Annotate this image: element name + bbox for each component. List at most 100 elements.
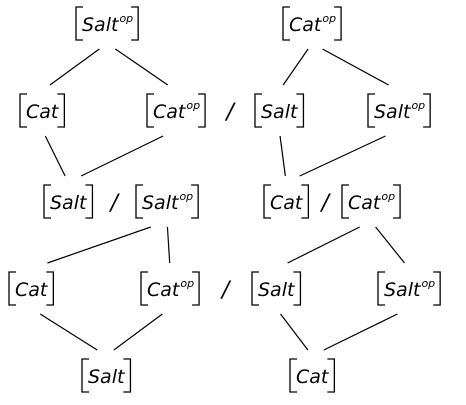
- edge-n2b-n3a: [47, 226, 151, 264]
- edge-n0b-n1d: [322, 48, 389, 86]
- node-n1d: Saltop: [367, 93, 431, 128]
- node-label: Saltop: [142, 190, 193, 214]
- node-n3a: Cat: [8, 271, 55, 306]
- edge-n2d-n3d: [375, 226, 405, 264]
- left-bracket: [75, 6, 83, 41]
- node-n3c: Salt: [251, 271, 302, 306]
- node-superscript: op: [119, 12, 133, 25]
- right-bracket: [131, 6, 139, 41]
- node-label: Catop: [147, 277, 194, 301]
- node-base: Cat: [26, 101, 60, 123]
- edge-n2d-n3c: [287, 226, 360, 264]
- node-label: Catop: [153, 99, 200, 123]
- right-bracket: [327, 358, 336, 393]
- left-bracket: [135, 184, 143, 219]
- node-base: Salt: [82, 14, 120, 36]
- node-base: Salt: [258, 279, 296, 301]
- left-bracket: [81, 358, 89, 393]
- node-base: Salt: [142, 192, 180, 214]
- left-bracket: [254, 93, 262, 128]
- node-label: Salt: [88, 366, 126, 388]
- left-bracket: [377, 271, 385, 306]
- node-base: Cat: [296, 366, 330, 388]
- node-n2d: Catop: [341, 184, 401, 219]
- right-bracket: [123, 358, 132, 393]
- node-label: Salt: [50, 192, 88, 214]
- node-label: Cat: [15, 279, 49, 301]
- identification-slash: /: [109, 191, 121, 216]
- node-label: Cat: [270, 192, 304, 214]
- left-bracket: [367, 93, 375, 128]
- left-bracket: [251, 271, 259, 306]
- edge-n3a-n4a: [39, 313, 98, 351]
- node-n1b: Catop: [146, 93, 206, 128]
- node-label: Catop: [289, 12, 336, 36]
- node-base: Salt: [261, 101, 299, 123]
- node-base: Salt: [374, 101, 412, 123]
- left-bracket: [8, 271, 16, 306]
- right-bracket: [192, 271, 200, 306]
- node-n4b: Cat: [289, 358, 336, 393]
- right-bracket: [198, 93, 206, 128]
- edge-n0b-n1c: [282, 48, 309, 86]
- right-bracket: [423, 93, 431, 128]
- node-superscript: op: [180, 277, 194, 290]
- node-n0b: Catop: [282, 6, 342, 41]
- edge-n1c-n2c: [279, 135, 286, 177]
- node-superscript: op: [179, 190, 193, 203]
- node-n3b: Catop: [140, 271, 200, 306]
- node-label: Saltop: [384, 277, 435, 301]
- right-bracket: [46, 271, 55, 306]
- node-label: Saltop: [374, 99, 425, 123]
- edges-layer: [39, 48, 405, 351]
- node-n1a: Cat: [19, 93, 66, 128]
- identification-slash: /: [224, 100, 236, 125]
- right-bracket: [191, 184, 199, 219]
- edge-n2b-n3b: [166, 226, 171, 264]
- node-n2c: Cat: [263, 184, 310, 219]
- node-base: Salt: [384, 279, 422, 301]
- right-bracket: [301, 184, 310, 219]
- right-bracket: [57, 93, 66, 128]
- node-label: Salt: [261, 101, 299, 123]
- right-bracket: [293, 271, 302, 306]
- left-bracket: [140, 271, 148, 306]
- node-base: Salt: [50, 192, 88, 214]
- node-superscript: op: [381, 190, 395, 203]
- node-base: Cat: [348, 192, 382, 214]
- edge-n3b-n4a: [113, 313, 163, 351]
- node-base: Cat: [147, 279, 181, 301]
- node-superscript: op: [186, 99, 200, 112]
- right-bracket: [433, 271, 441, 306]
- left-bracket: [263, 184, 271, 219]
- node-label: Catop: [348, 190, 395, 214]
- right-bracket: [393, 184, 401, 219]
- edge-n0a-n1a: [49, 48, 100, 86]
- node-n4a: Salt: [81, 358, 132, 393]
- edge-n1b-n2a: [80, 135, 164, 177]
- node-base: Cat: [270, 192, 304, 214]
- edge-n0a-n1b: [115, 48, 169, 86]
- node-base: Cat: [289, 14, 323, 36]
- left-bracket: [146, 93, 154, 128]
- node-superscript: op: [322, 12, 336, 25]
- node-n2b: Saltop: [135, 184, 199, 219]
- edge-n1a-n2a: [44, 135, 66, 177]
- node-label: Cat: [296, 366, 330, 388]
- edge-n3d-n4b: [323, 313, 398, 351]
- left-bracket: [341, 184, 349, 219]
- node-n0a: Saltop: [75, 6, 139, 41]
- node-base: Cat: [15, 279, 49, 301]
- node-label: Saltop: [82, 12, 133, 36]
- node-n3d: Saltop: [377, 271, 441, 306]
- node-base: Cat: [153, 101, 187, 123]
- node-label: Salt: [258, 279, 296, 301]
- identification-slash: /: [319, 191, 331, 216]
- left-bracket: [19, 93, 27, 128]
- left-bracket: [289, 358, 297, 393]
- node-label: Cat: [26, 101, 60, 123]
- right-bracket: [85, 184, 94, 219]
- identification-slash: /: [220, 278, 232, 303]
